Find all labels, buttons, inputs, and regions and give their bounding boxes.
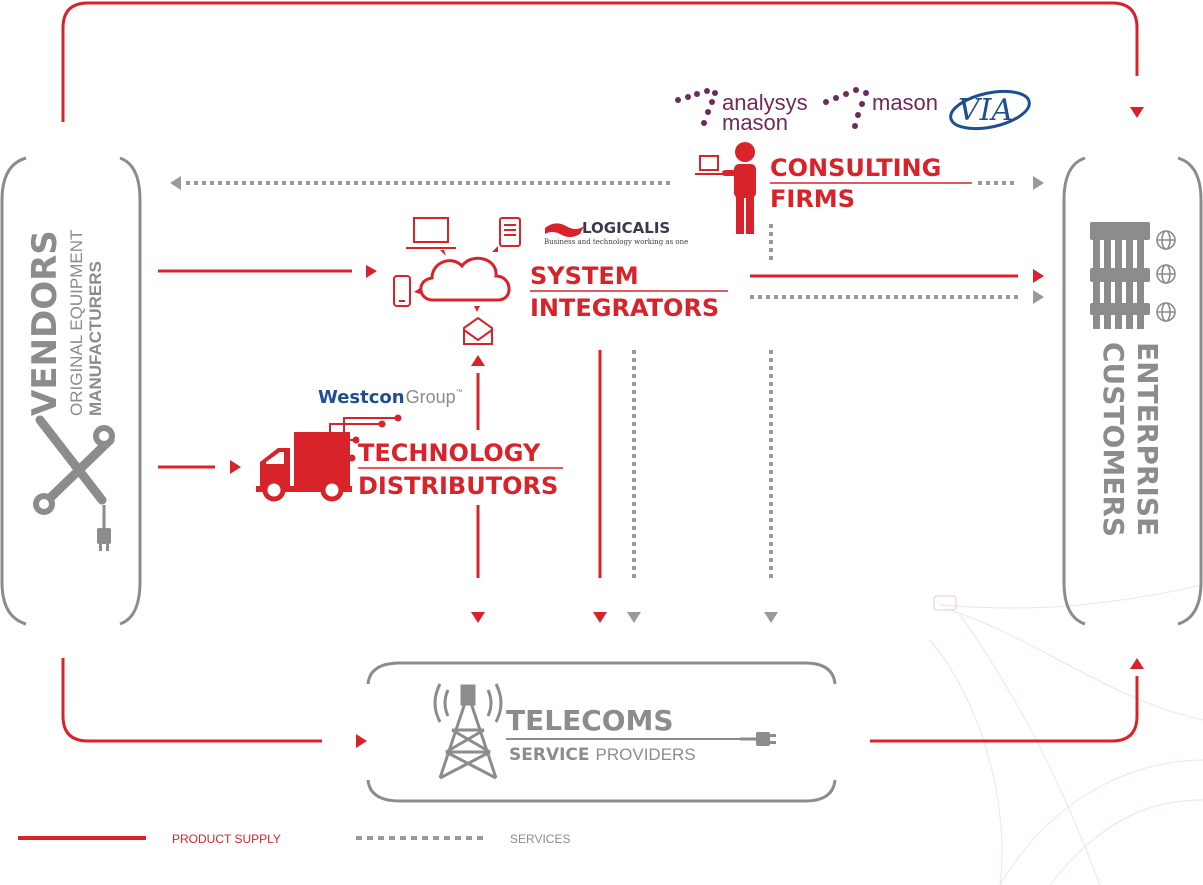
westcon-logo-mark: ™ <box>456 389 463 396</box>
westcon-logo-part2: Group <box>406 387 456 407</box>
integrators-title-line1: SYSTEM <box>530 262 639 290</box>
telecoms-subtitle: SERVICE PROVIDERS <box>509 745 696 765</box>
legend-product-supply-label: PRODUCT SUPPLY <box>172 832 281 846</box>
enterprise-subtitle: CUSTOMERS <box>1097 342 1130 537</box>
enterprise-bracket <box>1062 156 1203 626</box>
vendors-subtitle-line1: ORIGINAL EQUIPMENT <box>67 230 86 416</box>
logicalis-tagline: Business and technology working as one <box>544 238 688 246</box>
product-supply-arrows <box>158 269 1018 578</box>
device-connector-arrows <box>414 246 498 312</box>
services-arrows <box>186 181 1018 578</box>
product-supply-arrowheads <box>230 265 1044 623</box>
laptop-icon <box>695 155 724 175</box>
cloud-icon <box>419 256 511 302</box>
distributors-title-line2: DISTRIBUTORS <box>358 472 558 500</box>
arrow-up-to-enterprise <box>1130 658 1144 669</box>
integrators-title-line2: INTEGRATORS <box>530 294 719 322</box>
telecoms-subtitle-bold: SERVICE <box>509 745 590 765</box>
legend-services-label: SERVICES <box>510 832 570 846</box>
outer-supply-loop-top <box>61 1 1139 122</box>
via-logo: VIA <box>949 89 1031 131</box>
tablet-icon <box>499 217 521 247</box>
analysys-mason-logo-b-text: mason <box>872 90 938 115</box>
outer-supply-loop-bottom <box>61 658 1139 743</box>
legend: PRODUCT SUPPLY SERVICES <box>18 832 570 846</box>
circuit-traces <box>304 414 402 462</box>
westcon-logo-part1: Westcon <box>318 387 405 408</box>
vendors-subtitle-line2: MANUFACTURERS <box>86 261 105 416</box>
consulting-title-line1: CONSULTING <box>770 154 941 182</box>
services-arrowheads <box>170 176 1044 623</box>
westcon-logo: WestconGroup™ <box>318 387 463 408</box>
telecoms-title: TELECOMS <box>506 704 674 737</box>
telecoms-subtitle-light: PROVIDERS <box>596 745 696 764</box>
cable-plug-icon <box>740 732 776 746</box>
circuit-decoration-icon <box>929 584 1203 885</box>
vendors-title: VENDORS <box>25 230 65 416</box>
radio-tower-icon <box>433 683 503 780</box>
phone-icon <box>393 275 411 307</box>
telecoms-box-top <box>366 661 837 685</box>
enterprise-title: ENTERPRISE <box>1131 342 1164 536</box>
westcon-logo-text: WestconGroup™ <box>318 387 463 408</box>
plug-icon <box>97 505 111 551</box>
consulting-title-line2: FIRMS <box>770 185 855 213</box>
consultant-person-icon <box>722 142 756 234</box>
globe-icon <box>1156 230 1176 322</box>
via-logo-text: VIA <box>958 93 1013 128</box>
envelope-icon <box>463 316 493 345</box>
laptop-icon <box>406 217 456 249</box>
telecoms-box-bottom <box>366 779 837 803</box>
logicalis-logo: LOGICALIS Business and technology workin… <box>544 219 688 246</box>
analysys-mason-logo-b: mason <box>823 87 938 129</box>
analysys-mason-logo-a-line1: analysys <box>722 90 808 115</box>
vendors-bracket <box>0 156 142 626</box>
arrow-right-to-telecoms <box>356 734 367 748</box>
logicalis-name: LOGICALIS <box>582 219 670 237</box>
arrow-down-to-enterprise <box>1130 107 1144 118</box>
analysys-mason-logo-a-line2: mason <box>722 110 788 135</box>
distributors-title-line1: TECHNOLOGY <box>358 439 541 467</box>
wrench-screwdriver-icon <box>33 415 115 515</box>
delivery-truck-icon <box>256 432 352 502</box>
analysys-mason-logo-a: analysys mason <box>675 88 808 135</box>
server-rack-icon <box>1090 222 1150 329</box>
